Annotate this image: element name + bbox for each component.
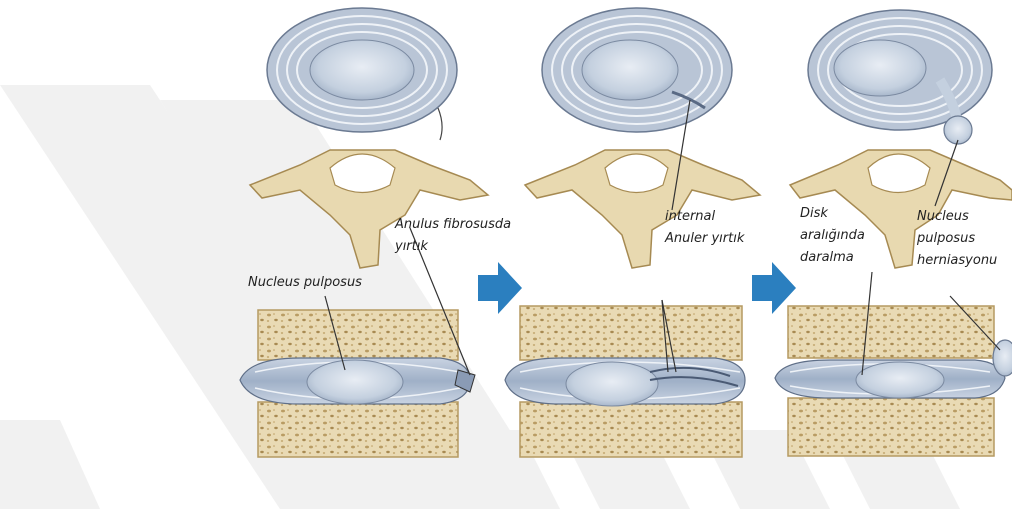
- label-disk-line3: daralma: [800, 247, 865, 269]
- label-disc-narrowing: Disk aralığında daralma: [800, 203, 865, 269]
- label-nucleus-pulposus: Nucleus pulposus: [248, 272, 362, 294]
- sagittal-view-3: [775, 272, 1012, 456]
- label-internal-line1: internal: [665, 206, 744, 228]
- sagittal-view-2: [505, 300, 745, 457]
- label-internal-anular-tear: internal Anuler yırtık: [665, 206, 744, 250]
- label-nucleus-text: Nucleus pulposus: [248, 272, 362, 294]
- label-anulus-line2: yırtık: [395, 236, 511, 258]
- label-hernia-line1: Nucleus: [917, 206, 997, 228]
- label-anulus-tear: Anulus fibrosusda yırtık: [395, 214, 511, 258]
- label-nucleus-herniation: Nucleus pulposus herniasyonu: [917, 206, 997, 272]
- label-hernia-line3: herniasyonu: [917, 250, 997, 272]
- label-anulus-line1: Anulus fibrosusda: [395, 214, 511, 236]
- label-hernia-line2: pulposus: [917, 228, 997, 250]
- arrow-1-icon: [478, 262, 522, 314]
- label-disk-line2: aralığında: [800, 225, 865, 247]
- label-internal-line2: Anuler yırtık: [665, 228, 744, 250]
- label-disk-line1: Disk: [800, 203, 865, 225]
